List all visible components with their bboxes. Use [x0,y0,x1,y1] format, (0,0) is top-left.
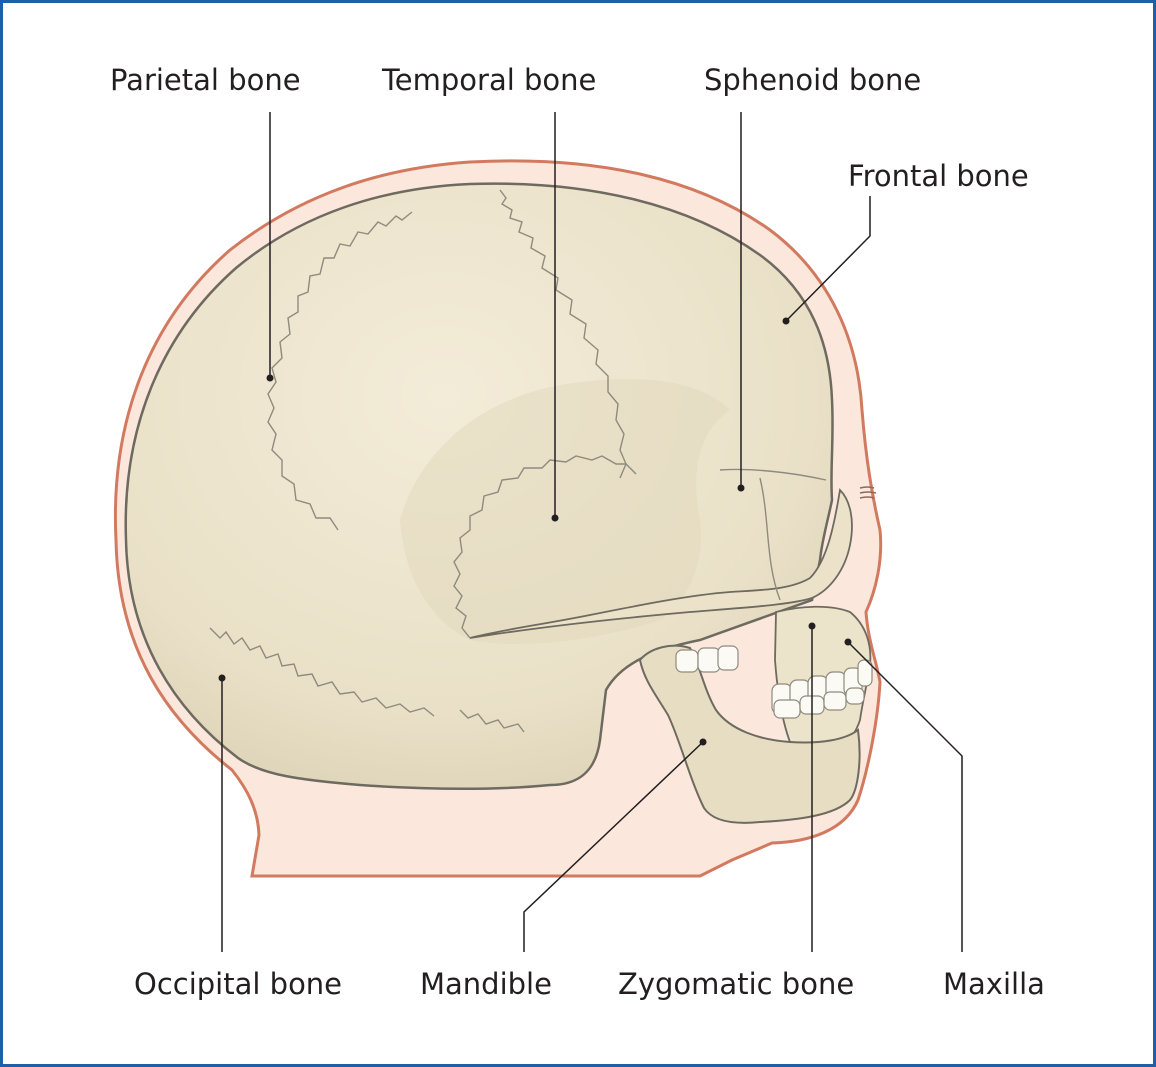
skull-sutures [209,189,827,733]
mandible-shape [638,644,861,824]
zygomatic-arch [469,488,853,639]
label-frontal-bone: Frontal bone [848,159,1029,193]
label-occipital-bone: Occipital bone [134,967,343,1001]
label-sphenoid-bone: Sphenoid bone [704,63,922,97]
label-temporal-bone: Temporal bone [382,63,597,97]
label-parietal-bone: Parietal bone [110,63,301,97]
temporal-fossa-shade [400,378,730,644]
eyelash-strokes [859,486,877,499]
leader-lines [221,112,963,952]
label-mandible: Mandible [420,967,552,1001]
label-maxilla: Maxilla [943,967,1045,1001]
back-molars [675,645,739,673]
lower-teeth [773,687,865,719]
leader-dots [218,317,852,746]
label-zygomatic-bone: Zygomatic bone [618,967,855,1001]
